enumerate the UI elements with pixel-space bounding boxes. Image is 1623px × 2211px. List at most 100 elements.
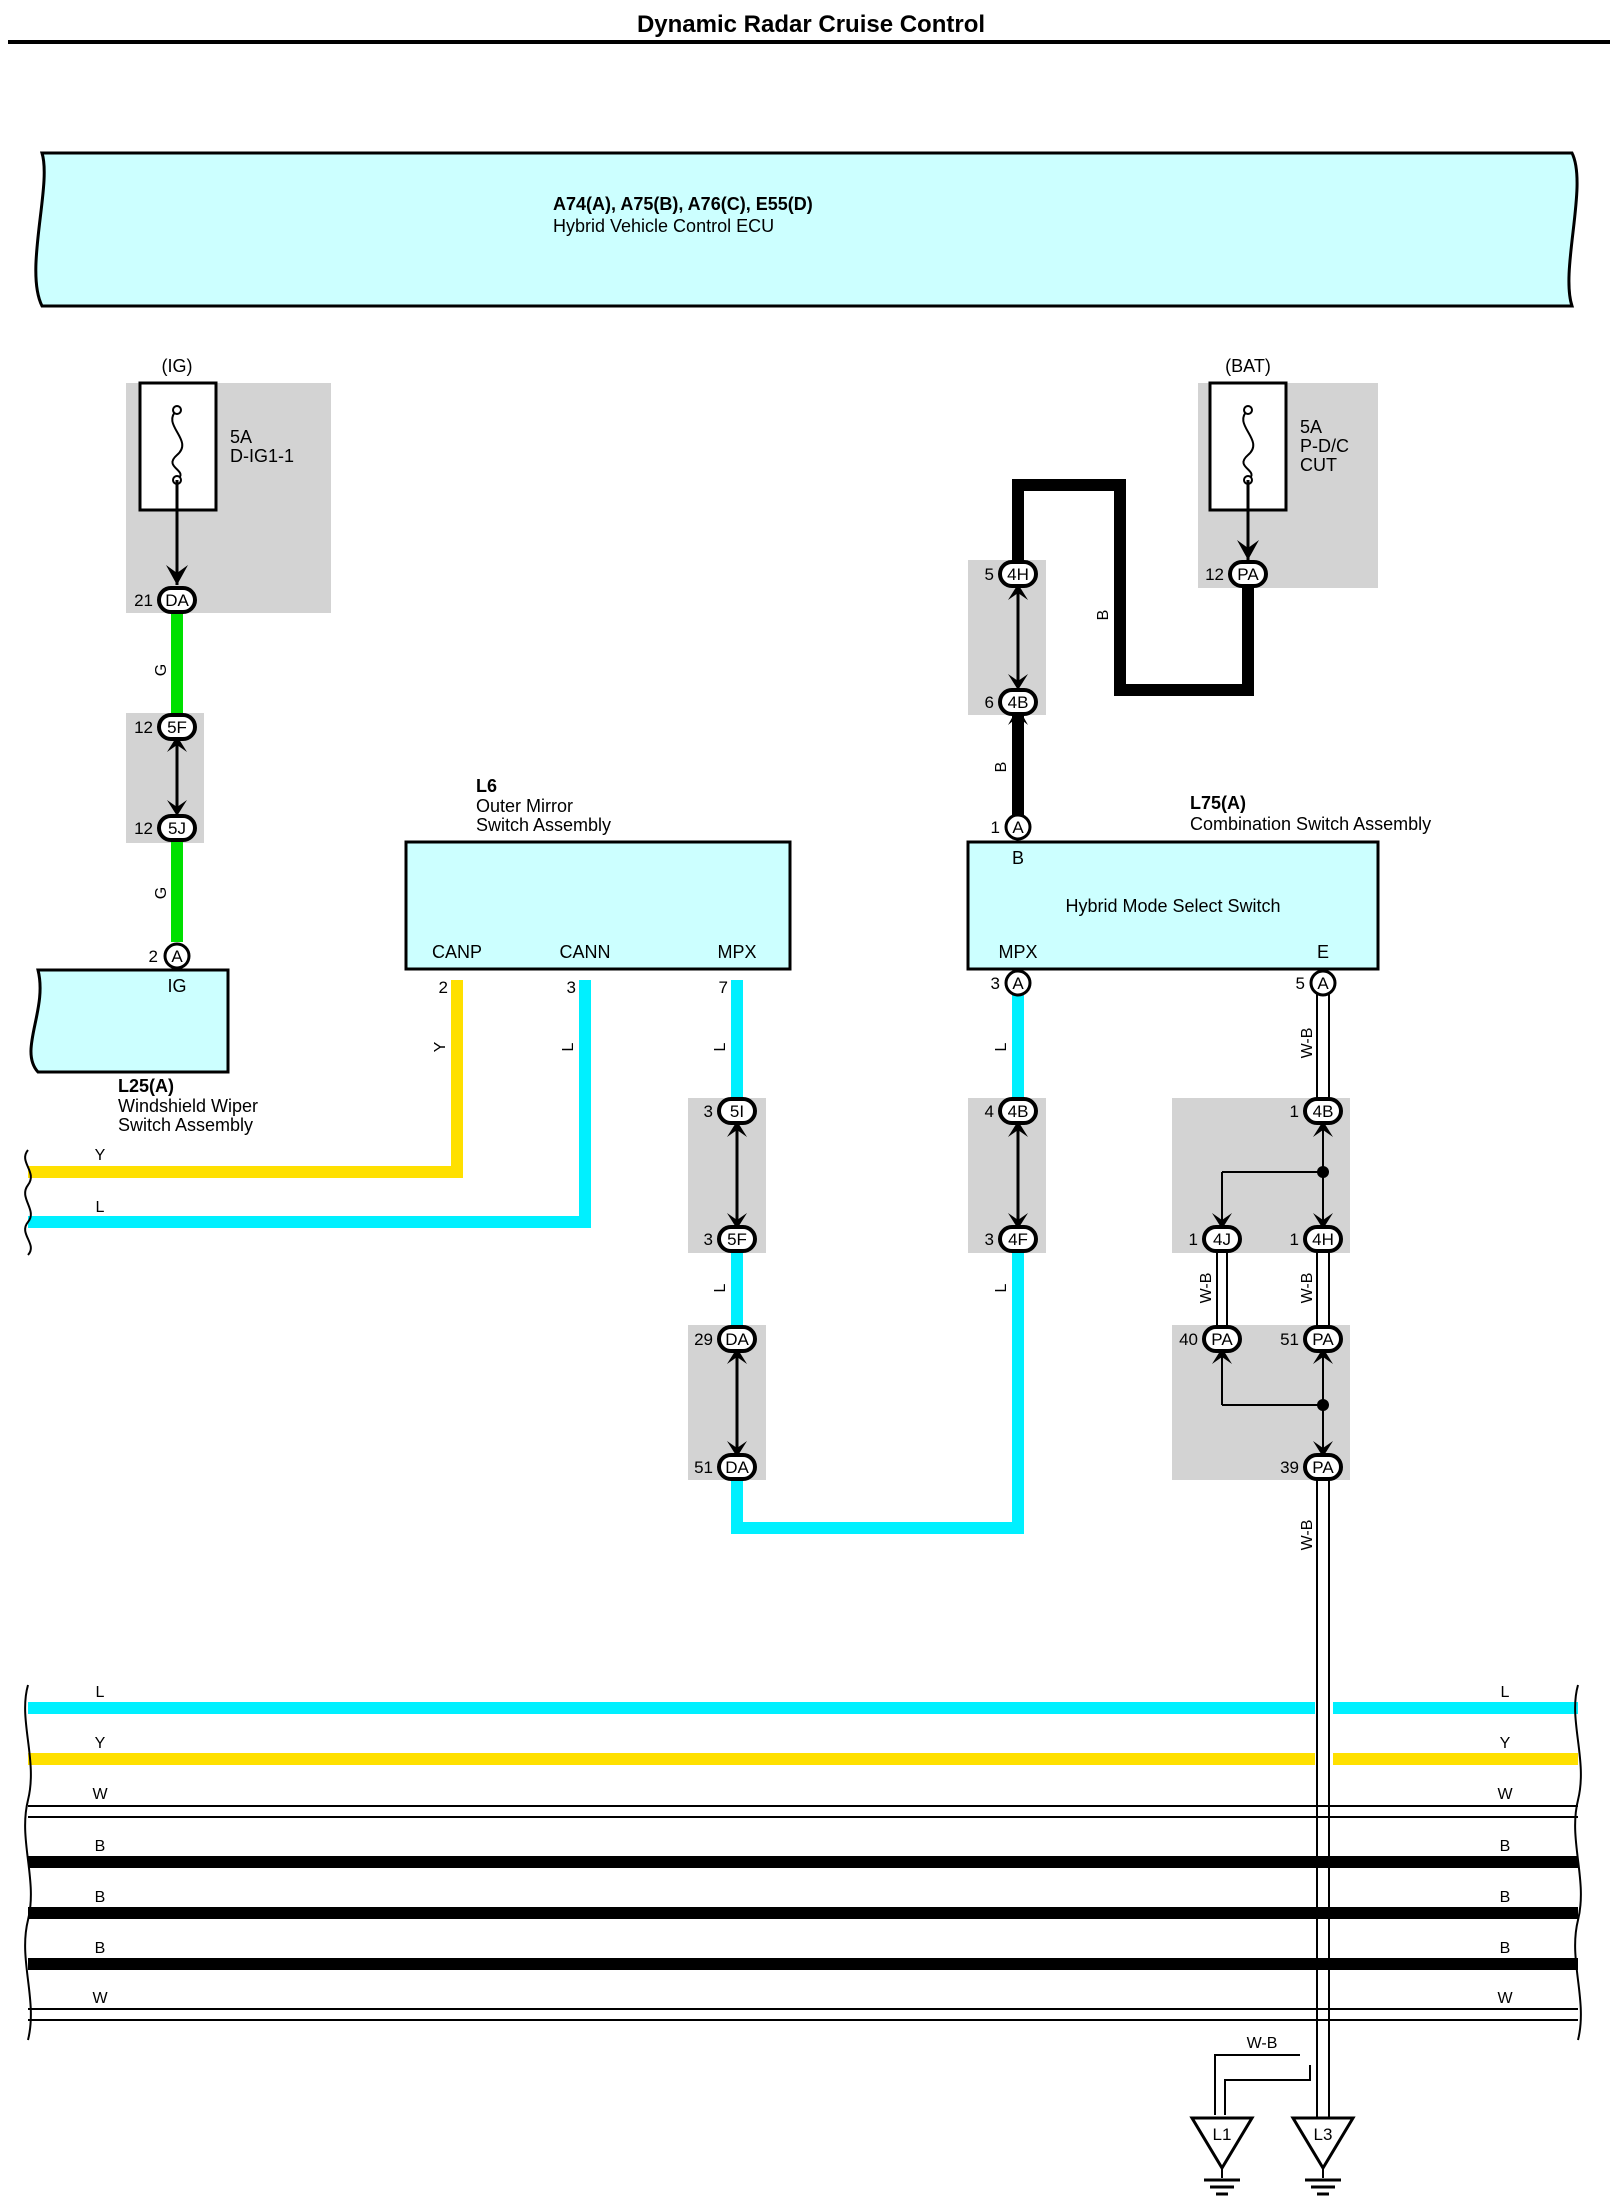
wire-label-l3: L: [712, 1283, 729, 1292]
mirror-pin-mpx: 7: [719, 978, 728, 997]
mirror-terminal-mpx: MPX: [717, 942, 756, 962]
combo-terminal-b: B: [1012, 848, 1024, 868]
svg-text:12: 12: [1205, 565, 1224, 584]
svg-text:4J: 4J: [1213, 1230, 1231, 1249]
combo-pin-b: 1: [991, 818, 1000, 837]
fuse-bat-rating: 5A: [1300, 417, 1322, 437]
mirror-terminal-canp: CANP: [432, 942, 482, 962]
wire-label-l2: L: [712, 1042, 729, 1051]
fuse-bat-supply: (BAT): [1225, 356, 1271, 376]
svg-text:4H: 4H: [1007, 565, 1029, 584]
combo-terminal-mpx: MPX: [998, 942, 1037, 962]
combo-conn-b: A: [1012, 818, 1024, 837]
svg-text:5J: 5J: [168, 819, 186, 838]
mirror-terminal-cann: CANN: [559, 942, 610, 962]
connector-5j: 5J 12: [134, 814, 197, 842]
svg-text:1: 1: [1189, 1230, 1198, 1249]
svg-text:21: 21: [134, 591, 153, 610]
bus-label-6-left: B: [95, 1940, 106, 1957]
svg-text:DA: DA: [165, 591, 189, 610]
fuse-bat-name1: P-D/C: [1300, 436, 1349, 456]
wire-label-wb2: W-B: [1198, 1273, 1215, 1304]
wire-label-wb4: W-B: [1299, 1520, 1316, 1551]
connector-5f-top: 5F 12: [134, 713, 197, 741]
mirror-switch-box: [404, 840, 792, 971]
page-title: Dynamic Radar Cruise Control: [637, 11, 985, 38]
bus-label-4-left: B: [95, 1838, 106, 1855]
connector-ig-da: DA 21: [134, 586, 197, 614]
svg-text:4B: 4B: [1008, 1102, 1029, 1121]
bus-label-2-right: Y: [1500, 1735, 1511, 1752]
svg-text:1: 1: [1290, 1102, 1299, 1121]
svg-text:4F: 4F: [1008, 1230, 1028, 1249]
connector-da-29: DA 29: [694, 1325, 757, 1353]
wire-b-bat: [1012, 479, 1254, 696]
bus-label-2-left: Y: [95, 1735, 106, 1752]
connector-4h-top: 4H 5: [985, 560, 1038, 588]
wire-label-wb5: W-B: [1247, 2035, 1278, 2052]
svg-text:PA: PA: [1312, 1330, 1334, 1349]
wire-label-l5: L: [993, 1283, 1010, 1292]
svg-text:3: 3: [704, 1230, 713, 1249]
wire-label-y-left: Y: [95, 1147, 106, 1164]
wiper-terminal: IG: [167, 976, 186, 996]
svg-text:3: 3: [985, 1230, 994, 1249]
bus-label-4-right: B: [1500, 1838, 1511, 1855]
combo-pin-e: 5: [1296, 974, 1305, 993]
svg-text:5F: 5F: [167, 718, 187, 737]
wire-label-g1: G: [153, 664, 170, 676]
wire-label-b2: B: [993, 762, 1010, 773]
wiper-conn: A: [171, 947, 183, 966]
svg-text:1: 1: [1290, 1230, 1299, 1249]
svg-text:PA: PA: [1211, 1330, 1233, 1349]
wiper-pin: 2: [149, 947, 158, 966]
svg-text:4B: 4B: [1008, 693, 1029, 712]
svg-text:4: 4: [985, 1102, 994, 1121]
wire-label-b1: B: [1095, 610, 1112, 621]
wire-label-wb3: W-B: [1299, 1273, 1316, 1304]
combo-inner-label: Hybrid Mode Select Switch: [1065, 896, 1280, 916]
wire-l-cann: [28, 980, 591, 1228]
wire-label-g2: G: [153, 887, 170, 899]
combo-terminal-e: E: [1317, 942, 1329, 962]
svg-text:51: 51: [694, 1458, 713, 1477]
wire-y-canp: [28, 980, 463, 1178]
svg-text:40: 40: [1179, 1330, 1198, 1349]
fuse-ig-symbol: [171, 409, 184, 481]
combo-conn-e: A: [1317, 974, 1329, 993]
svg-text:51: 51: [1280, 1330, 1299, 1349]
wiper-name2: Switch Assembly: [118, 1115, 253, 1135]
bus-lines: L L Y Y W W B B B B B B W W: [24, 1684, 1582, 2041]
svg-text:L3: L3: [1314, 2125, 1333, 2144]
connector-4f: 4F 3: [985, 1225, 1038, 1253]
svg-text:5F: 5F: [727, 1230, 747, 1249]
svg-text:PA: PA: [1237, 565, 1259, 584]
mirror-code: L6: [476, 776, 497, 796]
svg-text:5I: 5I: [730, 1102, 744, 1121]
fuse-ig-name: D-IG1-1: [230, 446, 294, 466]
wire-l-mpx-loop: [731, 980, 1024, 1534]
wiper-switch-box: [29, 968, 230, 1074]
combo-pin-mpx: 3: [991, 974, 1000, 993]
fuse-ig-rating: 5A: [230, 427, 252, 447]
connector-4h-right: 4H 1: [1290, 1225, 1343, 1253]
connector-4b-mid: 4B 4: [985, 1097, 1038, 1125]
bus-label-3-right: W: [1497, 1786, 1513, 1803]
svg-text:L1: L1: [1213, 2125, 1232, 2144]
svg-text:29: 29: [694, 1330, 713, 1349]
fuse-ig-supply: (IG): [162, 356, 193, 376]
svg-text:DA: DA: [725, 1458, 749, 1477]
fuse-bat-name2: CUT: [1300, 455, 1337, 475]
connector-4b-top: 4B 6: [985, 688, 1038, 716]
combo-code: L75(A): [1190, 793, 1246, 813]
connector-pa-51: PA 51: [1280, 1325, 1343, 1353]
svg-text:5: 5: [985, 565, 994, 584]
svg-text:6: 6: [985, 693, 994, 712]
connector-pa-39: PA 39: [1280, 1453, 1343, 1481]
wire-label-wb1: W-B: [1299, 1028, 1316, 1059]
bus-label-3-left: W: [92, 1786, 108, 1803]
bus-label-7-left: W: [92, 1990, 108, 2007]
ground-l3: L3: [1290, 2116, 1356, 2196]
fuse-bat-symbol: [1242, 409, 1255, 481]
wiper-code: L25(A): [118, 1076, 174, 1096]
